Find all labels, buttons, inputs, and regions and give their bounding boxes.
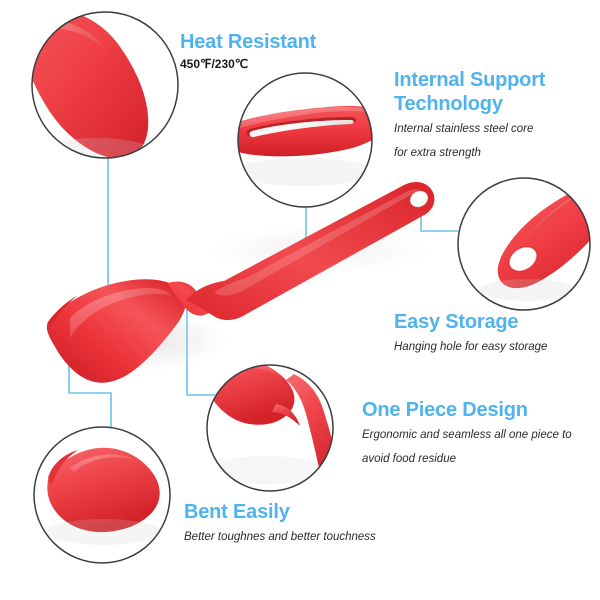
feature-desc-internal-support-line2: for extra strength — [394, 147, 481, 159]
spatula-blade — [46, 279, 187, 383]
feature-title-easy-storage: Easy Storage — [394, 311, 519, 333]
feature-desc-one-piece-line1: Ergonomic and seamless all one piece to — [362, 429, 572, 441]
feature-temperature-rating: 450℉/230℃ — [180, 57, 249, 71]
handle-highlight — [214, 189, 426, 296]
feature-easy-storage: Easy Storage Hanging hole for easy stora… — [394, 310, 600, 358]
hanging-hole — [409, 190, 429, 208]
feature-desc-easy-storage-line1: Hanging hole for easy storage — [394, 341, 548, 353]
callout-hanging-hole-closeup — [457, 177, 591, 311]
feature-title-one-piece-design: One Piece Design — [362, 399, 528, 421]
feature-title-internal-support: Internal Support Technology — [394, 69, 546, 115]
feature-heat-resistant: Heat Resistant 450℉/230℃ — [180, 30, 316, 72]
feature-desc-one-piece-line2: avoid food residue — [362, 453, 456, 465]
feature-title-heat-resistant: Heat Resistant — [180, 31, 317, 53]
callout-seamless-closeup — [206, 364, 334, 492]
callout-core-closeup — [237, 72, 373, 208]
blade-highlight — [70, 288, 172, 338]
spatula-blade-tip — [48, 295, 78, 327]
feature-internal-support: Internal Support Technology Internal sta… — [394, 68, 600, 164]
product-spatula — [44, 181, 440, 383]
feature-desc-internal-support-line1: Internal stainless steel core — [394, 123, 534, 135]
callout-blade-closeup — [31, 11, 179, 159]
feature-one-piece-design: One Piece Design Ergonomic and seamless … — [362, 398, 592, 470]
feature-desc-bent-easily-line1: Better toughnes and better touchness — [184, 531, 376, 543]
feature-bent-easily: Bent Easily Better toughnes and better t… — [184, 500, 414, 548]
connector-bent-blade — [68, 352, 112, 427]
feature-title-bent-easily: Bent Easily — [184, 501, 290, 523]
callout-bent-blade-closeup — [33, 426, 171, 564]
